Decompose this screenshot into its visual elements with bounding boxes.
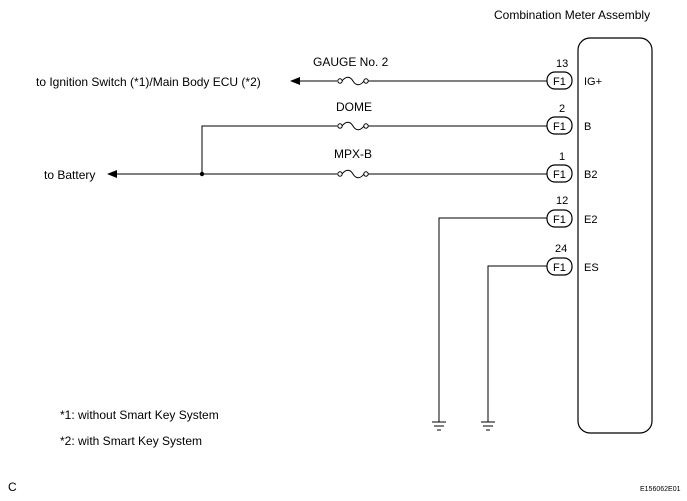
- pin-number-e2: 12: [556, 195, 568, 207]
- ground-icon-e2: [432, 421, 446, 431]
- wire-es: [487, 265, 547, 422]
- fuse-mpx-label: MPX-B: [334, 147, 372, 161]
- fuse-gauge-icon: [341, 76, 365, 86]
- splice-junction: [199, 171, 205, 177]
- battery-label: to Battery: [44, 168, 95, 182]
- pin-name-e2: E2: [584, 214, 597, 226]
- battery-arrow-icon: [107, 170, 117, 178]
- fuse-dome-terminal-left: [337, 123, 343, 129]
- pin-number-ig: 13: [556, 58, 568, 70]
- fuse-mpx-icon: [341, 169, 365, 179]
- fuse-gauge-terminal-right: [363, 78, 369, 84]
- connector-f1-e2: [546, 209, 573, 228]
- note-2: *2: with Smart Key System: [60, 434, 202, 448]
- fuse-dome-terminal-right: [363, 123, 369, 129]
- wire-e2: [438, 217, 547, 422]
- pin-number-es: 24: [555, 243, 567, 255]
- fuse-dome-label: DOME: [336, 100, 372, 114]
- pin-name-es: ES: [584, 262, 599, 274]
- corner-letter: C: [8, 480, 17, 494]
- connector-label-b: F1: [553, 121, 566, 133]
- connector-f1-es: [546, 257, 573, 276]
- connector-f1-b: [546, 116, 573, 135]
- fuse-dome-icon: [341, 121, 365, 131]
- pin-number-b2: 1: [559, 151, 565, 163]
- pin-name-ig: IG+: [584, 76, 602, 88]
- note-1: *1: without Smart Key System: [60, 408, 219, 422]
- ignition-arrow-icon: [290, 77, 300, 85]
- component-title: Combination Meter Assembly: [494, 8, 650, 22]
- ignition-label: to Ignition Switch (*1)/Main Body ECU (*…: [36, 75, 261, 89]
- connector-label-b2: F1: [553, 169, 566, 181]
- fuse-mpx-terminal-left: [337, 171, 343, 177]
- wire-dome: [201, 125, 337, 174]
- ground-icon-es: [481, 421, 495, 431]
- figure-code: E156062E01: [640, 486, 681, 493]
- connector-label-e2: F1: [553, 214, 566, 226]
- fuse-mpx-terminal-right: [363, 171, 369, 177]
- connector-f1-b2: [546, 164, 573, 183]
- pin-name-b: B: [584, 121, 591, 133]
- pin-number-b: 2: [559, 103, 565, 115]
- connector-f1-ig: [546, 71, 573, 90]
- connector-label-ig: F1: [553, 76, 566, 88]
- combination-meter-box: [577, 37, 653, 434]
- fuse-gauge-terminal-left: [337, 78, 343, 84]
- connector-label-es: F1: [553, 262, 566, 274]
- fuse-gauge-label: GAUGE No. 2: [313, 55, 389, 69]
- pin-name-b2: B2: [584, 169, 597, 181]
